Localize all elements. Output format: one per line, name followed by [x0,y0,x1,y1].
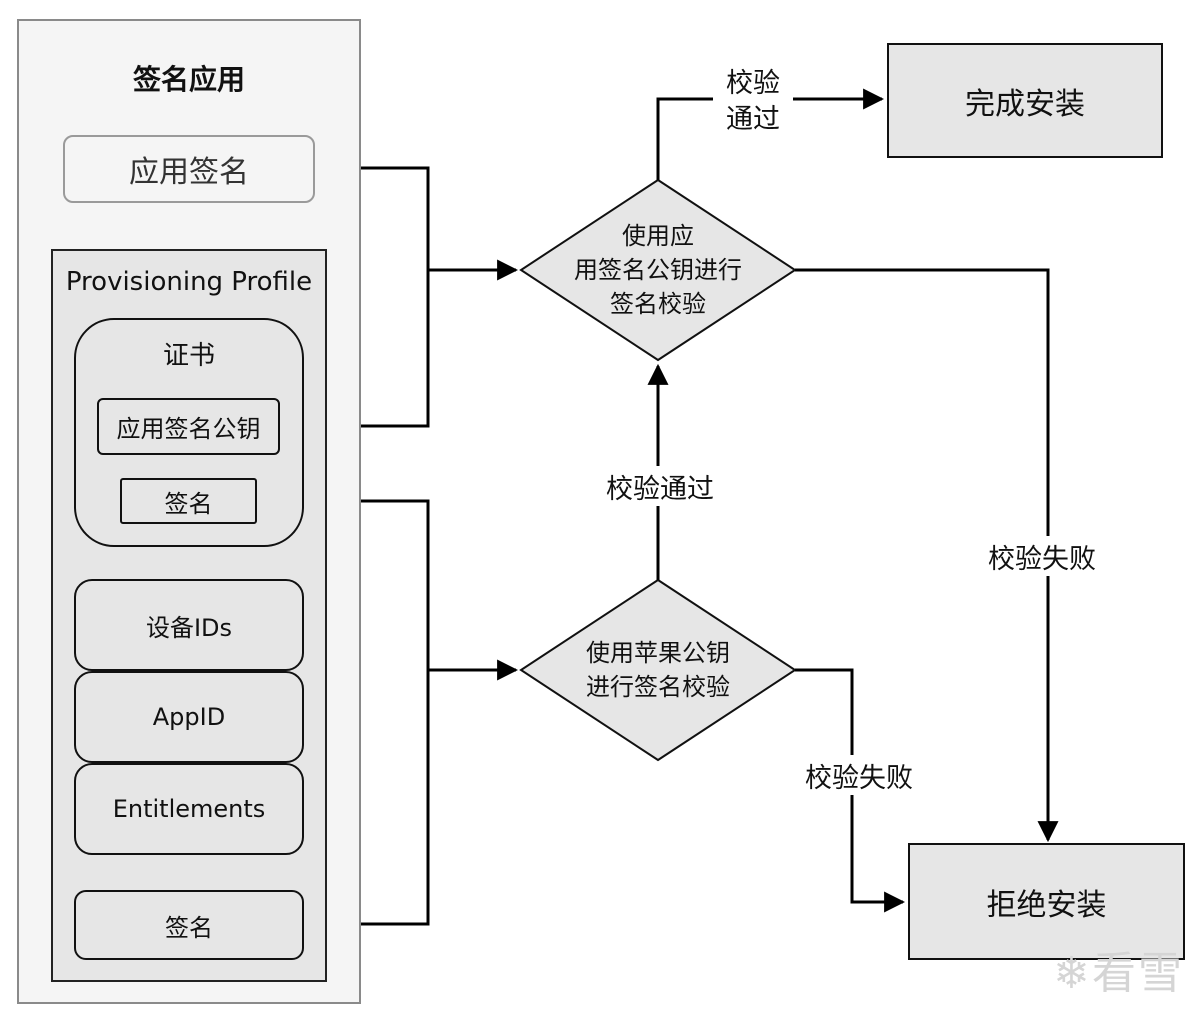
install-complete-box: 完成安装 [887,43,1163,158]
decision-app-key-text: 使用应 用签名公钥进行 签名校验 [574,222,742,318]
snowflake-icon: ❄ [1053,948,1092,999]
entitlements-box: Entitlements [74,763,304,855]
certificate-signature-box: 签名 [120,478,257,524]
decision-apple-key-text: 使用苹果公钥 进行签名校验 [586,639,730,701]
edge-app-signature [315,166,519,281]
edge-label-fail-bottom: 校验失败 [789,755,929,795]
certificate-title: 证书 [162,340,215,371]
edge-pass-top [656,88,885,180]
device-ids-box: 设备IDs [74,579,304,671]
edge-cert-signature [304,499,519,681]
app-id-box: AppID [74,671,304,763]
edge-fail-right [795,268,1059,843]
public-key-box: 应用签名公钥 [97,398,280,455]
edge-label-pass-top: 校验 通过 [713,64,793,140]
watermark-logo: ❄看雪 [1053,937,1184,1001]
provisioning-profile-title: Provisioning Profile [65,267,313,297]
signed-app-title: 签名应用 [132,63,245,96]
profile-signature-box: 签名 [74,890,304,960]
decision-apple-key-shape [519,578,797,762]
install-rejected-box: 拒绝安装 [908,843,1185,960]
decision-app-key-shape [519,178,797,362]
watermark-text: 看雪 [1092,948,1184,999]
edge-label-fail-right: 校验失败 [972,536,1112,576]
edge-label-pass-middle: 校验通过 [590,466,730,506]
app-signature-box: 应用签名 [63,135,315,203]
